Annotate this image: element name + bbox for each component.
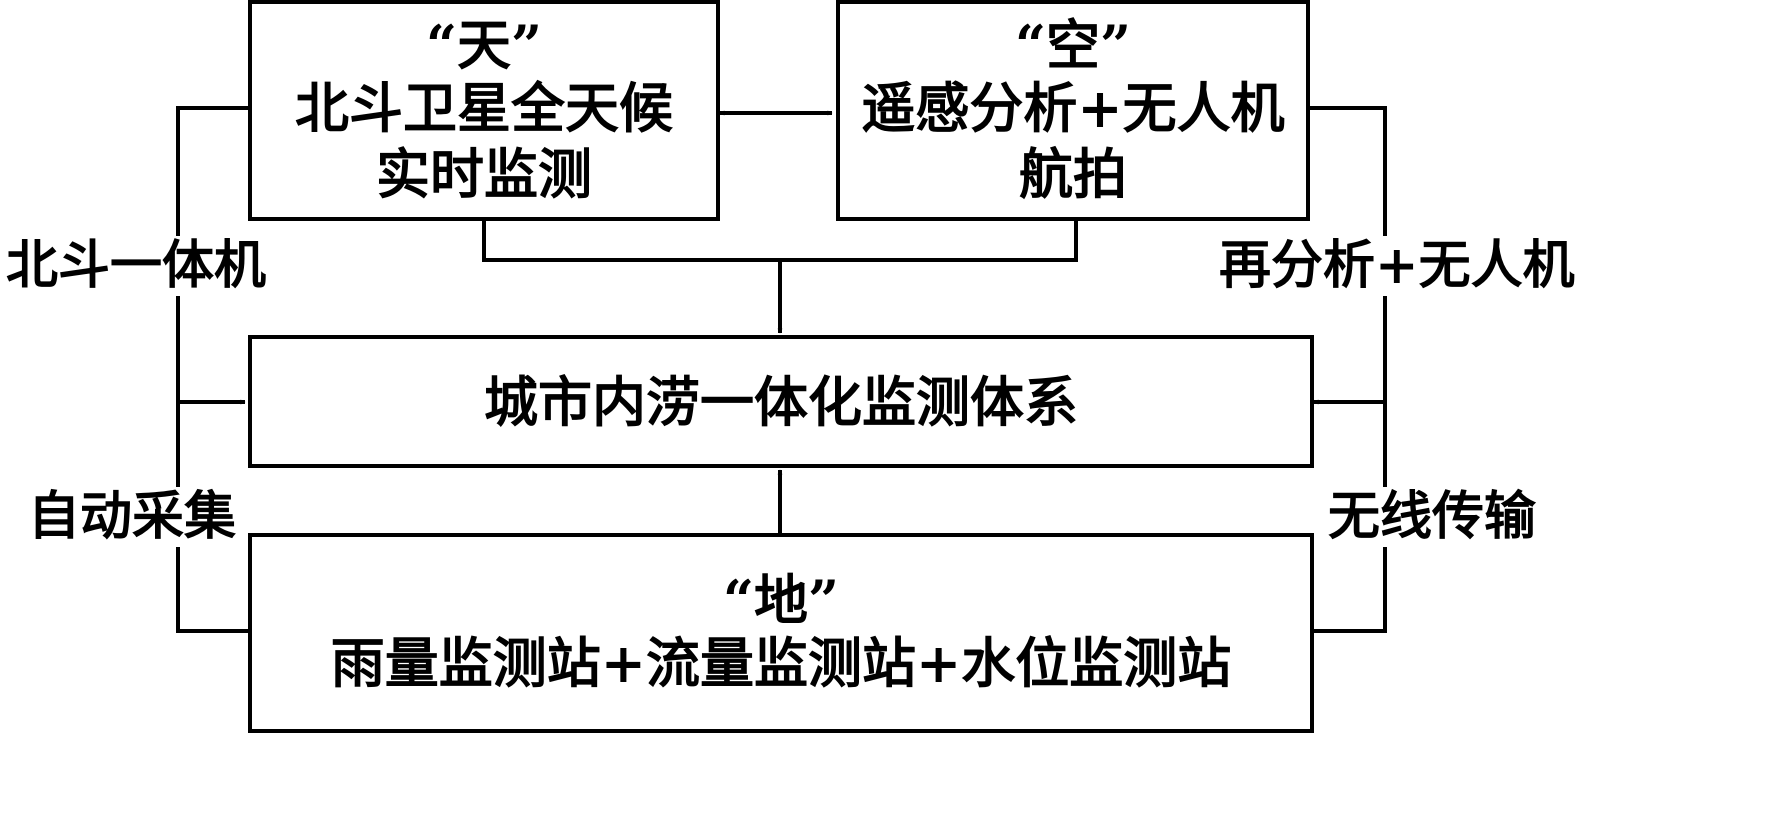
ground-box: “地” 雨量监测站+流量监测站+水位监测站 [248, 533, 1314, 733]
center-box: 城市内涝一体化监测体系 [248, 335, 1314, 468]
center-label: 城市内涝一体化监测体系 [484, 369, 1078, 434]
air-title: “空” [1014, 12, 1132, 77]
air-line2: 航拍 [1019, 141, 1127, 206]
sky-line2: 实时监测 [376, 141, 592, 206]
sky-box: “天” 北斗卫星全天候 实时监测 [248, 0, 720, 221]
air-line1: 遥感分析+无人机 [861, 75, 1285, 140]
left-loop-connector [176, 106, 248, 633]
right-bottom-label: 无线传输 [1324, 487, 1541, 547]
right-top-label: 再分析+无人机 [1215, 236, 1579, 296]
ground-line1: 雨量监测站+流量监测站+水位监测站 [330, 631, 1232, 695]
sky-air-merge-connector [482, 219, 1078, 262]
sky-line1: 北斗卫星全天候 [295, 75, 673, 140]
left-bottom-label: 自动采集 [24, 487, 241, 547]
air-box: “空” 遥感分析+无人机 航拍 [836, 0, 1310, 221]
left-top-label: 北斗一体机 [2, 236, 271, 296]
ground-title: “地” [722, 568, 840, 632]
sky-title: “天” [425, 12, 543, 77]
right-loop-connector [1310, 106, 1387, 633]
